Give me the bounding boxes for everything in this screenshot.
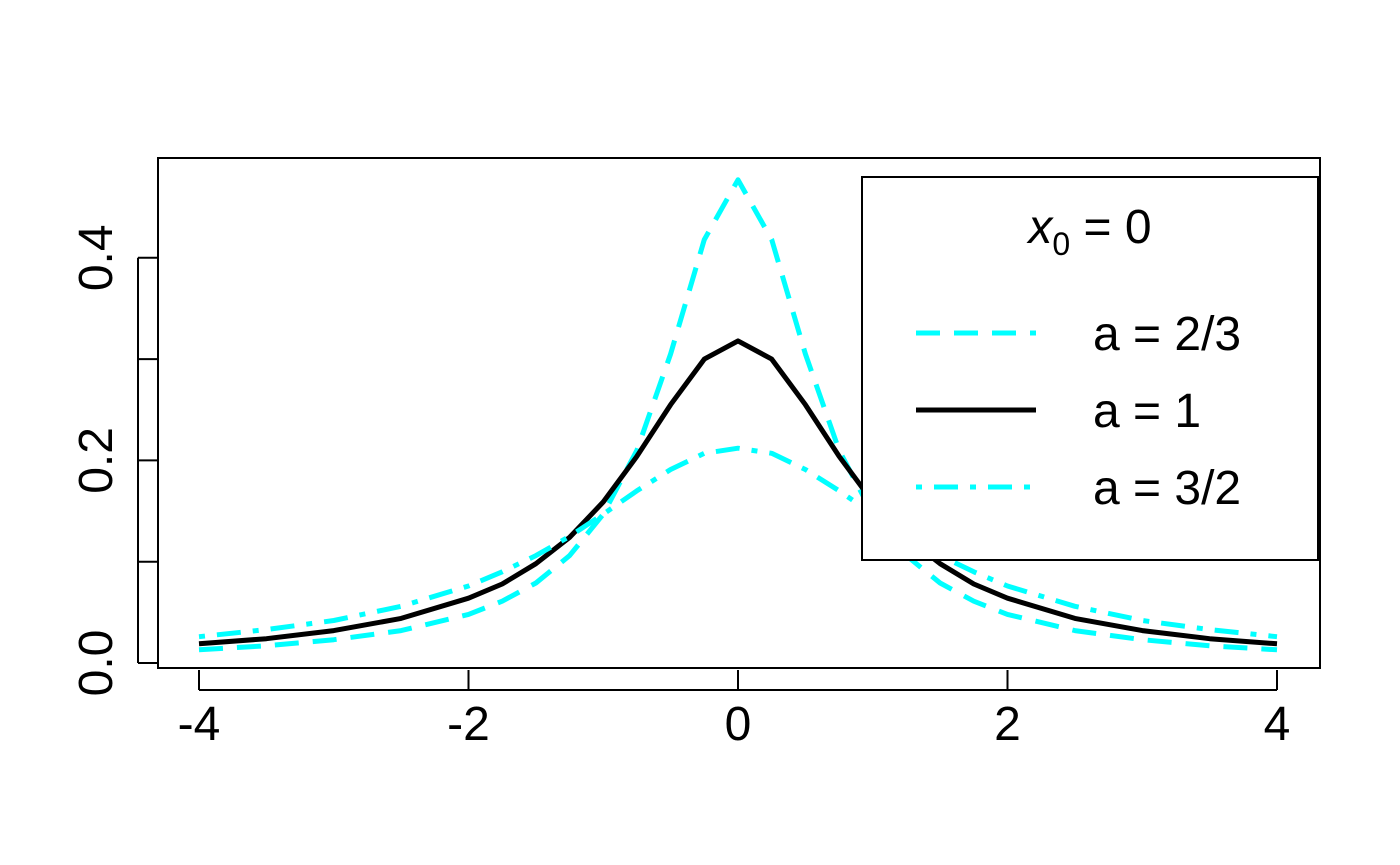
x-tick-label-5: 4 xyxy=(1264,698,1291,751)
legend-title-rest: = 0 xyxy=(1070,201,1151,254)
x-tick-label-3: 0 xyxy=(725,698,752,751)
x-tick-label-4: 2 xyxy=(994,698,1021,751)
y-tick-label-2: 0.2 xyxy=(70,427,123,494)
x-tick-label-1: -4 xyxy=(178,698,221,751)
axes-layer: -4 -2 0 2 4 0.0 0.2 0.4 xyxy=(70,157,1321,751)
y-tick-label-3: 0.4 xyxy=(70,224,123,291)
legend-label-2: a = 1 xyxy=(1093,385,1201,438)
series-line-1 xyxy=(198,177,1278,653)
legend: x0 = 0 a = 2/3 a = 1 a = 3/2 xyxy=(861,176,1319,561)
series-layer xyxy=(198,177,1278,653)
legend-box xyxy=(861,176,1319,561)
legend-label-1: a = 2/3 xyxy=(1093,308,1241,361)
legend-label-3: a = 3/2 xyxy=(1093,462,1241,515)
plot-frame xyxy=(157,157,1321,669)
x-tick-label-2: -2 xyxy=(447,698,490,751)
legend-title-subscript: 0 xyxy=(1052,226,1070,262)
series-line-2 xyxy=(198,338,1278,647)
legend-title-variable: x xyxy=(1026,201,1054,254)
series-line-3 xyxy=(198,445,1278,640)
legend-title: x0 = 0 xyxy=(1026,201,1151,262)
y-tick-label-1: 0.0 xyxy=(70,630,123,697)
